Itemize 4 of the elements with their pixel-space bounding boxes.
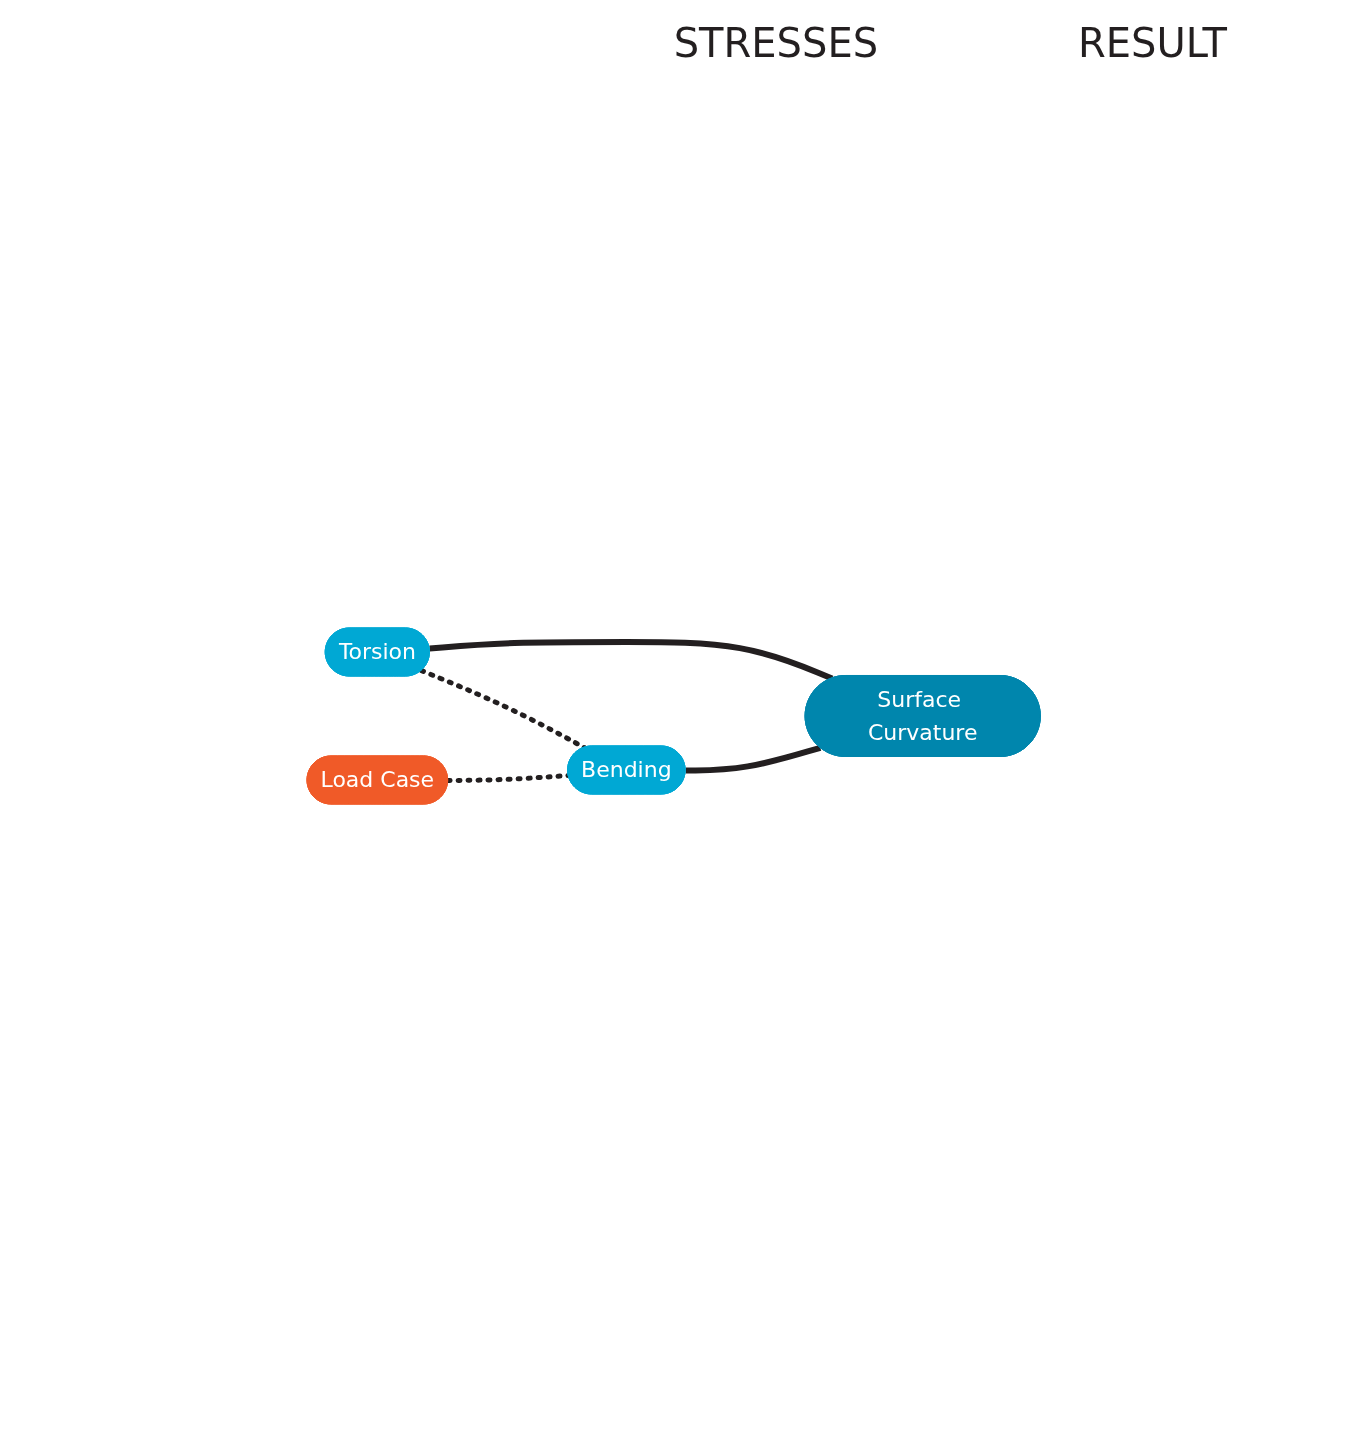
- connector: [685, 744, 822, 774]
- column-heading: RESULT: [1078, 20, 1227, 66]
- column-heading: STRESSES: [673, 20, 879, 66]
- connector: [429, 639, 834, 682]
